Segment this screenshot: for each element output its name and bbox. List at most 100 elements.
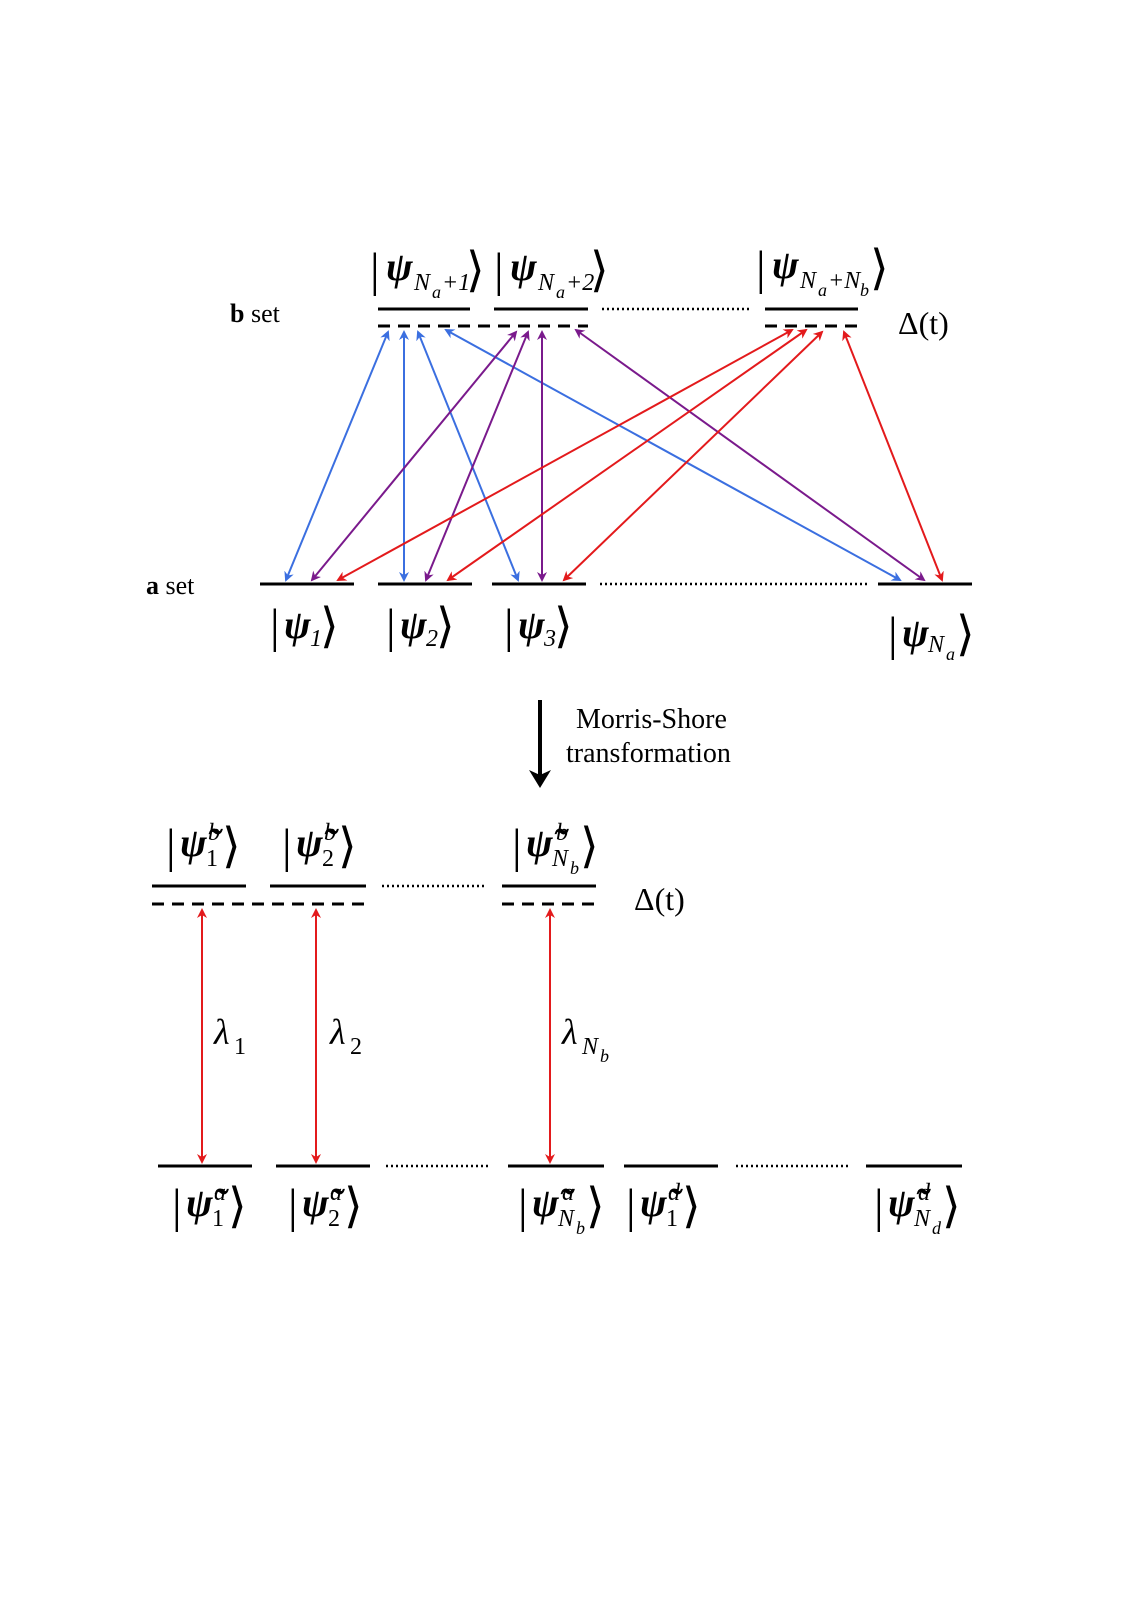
svg-text:N: N — [557, 1206, 576, 1232]
svg-text:1: 1 — [206, 846, 218, 872]
svg-text:2: 2 — [328, 1206, 340, 1232]
ket-b-na-plus-2: | ψ N a +2 ⟩ — [494, 244, 609, 302]
svg-text:2: 2 — [426, 626, 438, 652]
ket-mb-a-2: | ψ̃ a 2 ⟩ — [288, 1180, 363, 1233]
svg-text:|: | — [270, 600, 280, 653]
svg-text:1: 1 — [234, 1034, 246, 1060]
ket-mb-a-nb: | ψ̃ a N b ⟩ — [518, 1180, 605, 1238]
svg-text:a: a — [214, 1180, 226, 1206]
svg-text:|: | — [386, 600, 396, 653]
coupling-b3-an — [842, 330, 944, 582]
svg-text:a: a — [946, 644, 955, 664]
svg-text:ψ: ψ — [902, 610, 929, 655]
svg-text:⟩: ⟩ — [580, 820, 599, 873]
ket-b-na-plus-1: | ψ N a +1 ⟩ — [370, 244, 485, 302]
svg-text:|: | — [518, 1180, 528, 1233]
lambda-1-label: λ 1 — [213, 1012, 246, 1060]
svg-text:λ: λ — [213, 1012, 230, 1052]
transform-caption-line2: transformation — [566, 738, 731, 769]
svg-text:⟩: ⟩ — [222, 820, 241, 873]
svg-text:b: b — [556, 820, 568, 846]
svg-text:⟩: ⟩ — [870, 242, 889, 295]
svg-text:b: b — [208, 820, 220, 846]
lambda-2-label: λ 2 — [329, 1012, 362, 1060]
svg-text:λ: λ — [329, 1012, 346, 1052]
svg-text:+1: +1 — [442, 270, 470, 296]
svg-text:|: | — [874, 1180, 884, 1233]
svg-text:N: N — [927, 632, 946, 658]
svg-text:d: d — [932, 1218, 942, 1238]
ket-mb-d-nd: | ψ̃ d N d ⟩ — [874, 1180, 961, 1238]
svg-text:3: 3 — [543, 626, 556, 652]
svg-text:|: | — [888, 608, 898, 661]
svg-text:N: N — [537, 270, 556, 296]
svg-text:⟩: ⟩ — [466, 244, 485, 297]
detuning-label-top: Δ(t) — [898, 305, 949, 341]
svg-text:+2: +2 — [566, 270, 594, 296]
coupling-b3-a1 — [336, 329, 794, 581]
ket-mb-d-1: | ψ̃ d 1 ⟩ — [626, 1180, 701, 1233]
svg-text:|: | — [282, 820, 292, 873]
svg-text:|: | — [166, 820, 176, 873]
ket-b-na-plus-nb: | ψ N a +N b ⟩ — [756, 242, 889, 300]
svg-text:⟩: ⟩ — [590, 244, 609, 297]
ket-a-2: | ψ 2 ⟩ — [386, 600, 455, 653]
svg-text:N: N — [799, 268, 818, 294]
svg-text:+N: +N — [828, 268, 862, 294]
svg-text:b: b — [324, 820, 336, 846]
ket-a-1: | ψ 1 ⟩ — [270, 600, 339, 653]
svg-text:a: a — [818, 280, 827, 300]
svg-text:ψ: ψ — [510, 244, 537, 289]
svg-text:N: N — [551, 846, 570, 872]
svg-text:λ: λ — [561, 1012, 578, 1052]
svg-text:⟩: ⟩ — [554, 600, 573, 653]
lambda-nb-label: λ N b — [561, 1012, 609, 1066]
coupling-b2-a1 — [310, 330, 518, 582]
svg-text:a: a — [432, 282, 441, 302]
svg-text:N: N — [581, 1034, 600, 1060]
svg-text:1: 1 — [310, 626, 322, 652]
svg-text:⟩: ⟩ — [338, 820, 357, 873]
svg-text:|: | — [504, 600, 514, 653]
svg-text:b: b — [570, 858, 579, 878]
b-set-label: b set — [230, 299, 281, 328]
svg-text:b: b — [860, 280, 869, 300]
ket-mb-a-1: | ψ̃ a 1 ⟩ — [172, 1180, 247, 1233]
svg-text:ψ: ψ — [518, 602, 545, 647]
svg-text:⟩: ⟩ — [956, 608, 975, 661]
svg-text:⟩: ⟩ — [682, 1180, 701, 1233]
coupling-b3-a3 — [562, 330, 824, 582]
svg-text:a: a — [556, 282, 565, 302]
coupling-b2-a2 — [424, 330, 530, 582]
svg-text:a: a — [562, 1180, 574, 1206]
svg-text:|: | — [512, 820, 522, 873]
svg-text:|: | — [756, 242, 766, 295]
svg-text:a: a — [330, 1180, 342, 1206]
svg-text:|: | — [494, 244, 504, 297]
detuning-label-bottom: Δ(t) — [634, 881, 685, 917]
svg-text:⟩: ⟩ — [942, 1180, 961, 1233]
ket-mb-b-nb: | ψ̃ b N b ⟩ — [512, 820, 599, 878]
svg-text:⟩: ⟩ — [228, 1180, 247, 1233]
svg-text:⟩: ⟩ — [586, 1180, 605, 1233]
svg-text:2: 2 — [350, 1034, 362, 1060]
svg-text:ψ: ψ — [400, 602, 427, 647]
a-set-label: a set — [146, 571, 195, 600]
svg-text:N: N — [913, 1206, 932, 1232]
svg-text:d: d — [668, 1180, 681, 1206]
svg-text:ψ: ψ — [386, 244, 413, 289]
ket-mb-b-1: | ψ̃ b 1 ⟩ — [166, 820, 241, 873]
ket-a-na: | ψ N a ⟩ — [888, 608, 975, 664]
svg-text:N: N — [413, 270, 432, 296]
svg-text:⟩: ⟩ — [320, 600, 339, 653]
svg-text:2: 2 — [322, 846, 334, 872]
svg-text:⟩: ⟩ — [436, 600, 455, 653]
svg-text:b: b — [576, 1218, 585, 1238]
svg-text:ψ: ψ — [772, 242, 799, 287]
svg-text:|: | — [626, 1180, 636, 1233]
svg-text:ψ: ψ — [284, 602, 311, 647]
transform-caption-line1: Morris-Shore — [576, 704, 727, 735]
svg-text:|: | — [288, 1180, 298, 1233]
svg-text:1: 1 — [212, 1206, 224, 1232]
svg-text:b: b — [600, 1046, 609, 1066]
